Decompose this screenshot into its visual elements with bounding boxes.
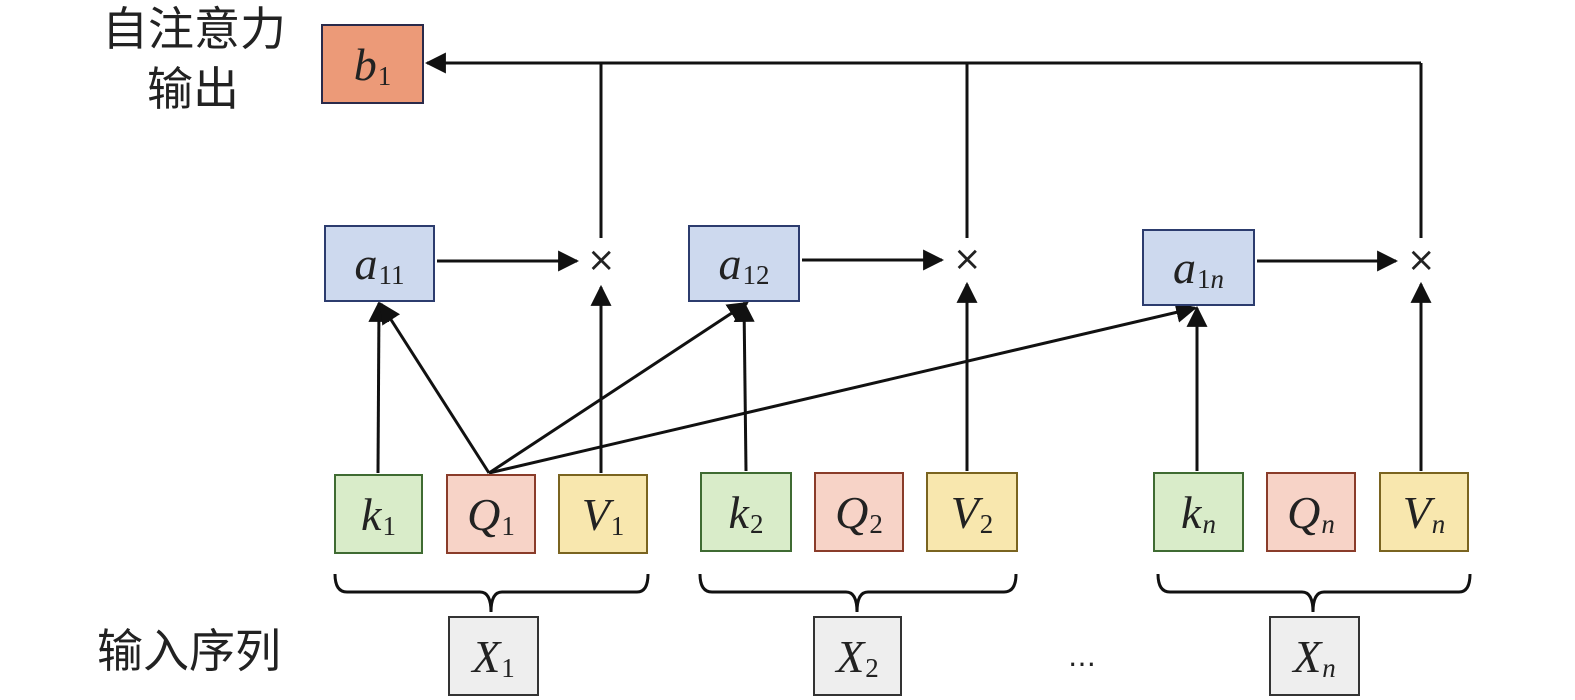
value-sub: n (1431, 508, 1446, 539)
input-symbol: X (836, 630, 865, 682)
score-sub: 12 (742, 260, 770, 290)
query-symbol: Q (835, 486, 869, 538)
ellipsis: … (1068, 640, 1097, 673)
input-sequence-label: 输入序列 (97, 624, 281, 678)
output-label-line1: 自注意力 (102, 2, 286, 56)
key-symbol: k (728, 486, 749, 538)
multiply-sign-1: × (587, 240, 616, 280)
query-sub: 1 (501, 510, 515, 541)
multiply-sign-2: × (953, 239, 982, 279)
value-symbol: V (581, 488, 610, 540)
input-sub: 2 (865, 652, 879, 683)
query-symbol: Q (467, 488, 501, 540)
key-sub: 2 (749, 508, 764, 539)
output-label-line2: 输出 (147, 62, 239, 116)
input-symbol: X (1293, 630, 1322, 682)
brace-group-1 (333, 573, 650, 613)
key-symbol: k (1181, 486, 1202, 538)
value-symbol: V (1402, 486, 1431, 538)
k1-to-a11-arrow (368, 300, 390, 474)
key-sub: n (1202, 508, 1216, 539)
query-symbol: Q (1287, 486, 1321, 538)
score-sub: 11 (378, 260, 405, 290)
score-symbol: a (354, 238, 378, 289)
brace-group-2 (698, 573, 1018, 613)
input-sub: 1 (501, 652, 515, 683)
score-symbol: a (718, 238, 742, 289)
k2-to-a12-arrow (733, 300, 755, 472)
score-sub: 1 (1197, 264, 1211, 294)
key-symbol: k (361, 488, 382, 540)
q1-to-a11-arrow (379, 302, 491, 474)
output-symbol: b (353, 38, 377, 90)
q1-to-a12-arrow (488, 301, 749, 475)
input-sub: n (1322, 652, 1336, 683)
query-sub: n (1321, 508, 1335, 539)
multiply-sign-n: × (1407, 240, 1436, 280)
score-symbol: a (1173, 242, 1196, 293)
key-sub: 1 (382, 510, 396, 541)
input-symbol: X (472, 630, 501, 682)
query-sub: 2 (869, 508, 883, 539)
score-sub-italic: n (1210, 264, 1225, 294)
q1-to-a1n-arrow (488, 302, 1198, 475)
value-symbol: V (950, 486, 979, 538)
output-sub: 1 (377, 60, 392, 91)
value-sub: 1 (610, 510, 625, 541)
brace-group-n (1156, 573, 1472, 613)
value-sub: 2 (979, 508, 994, 539)
